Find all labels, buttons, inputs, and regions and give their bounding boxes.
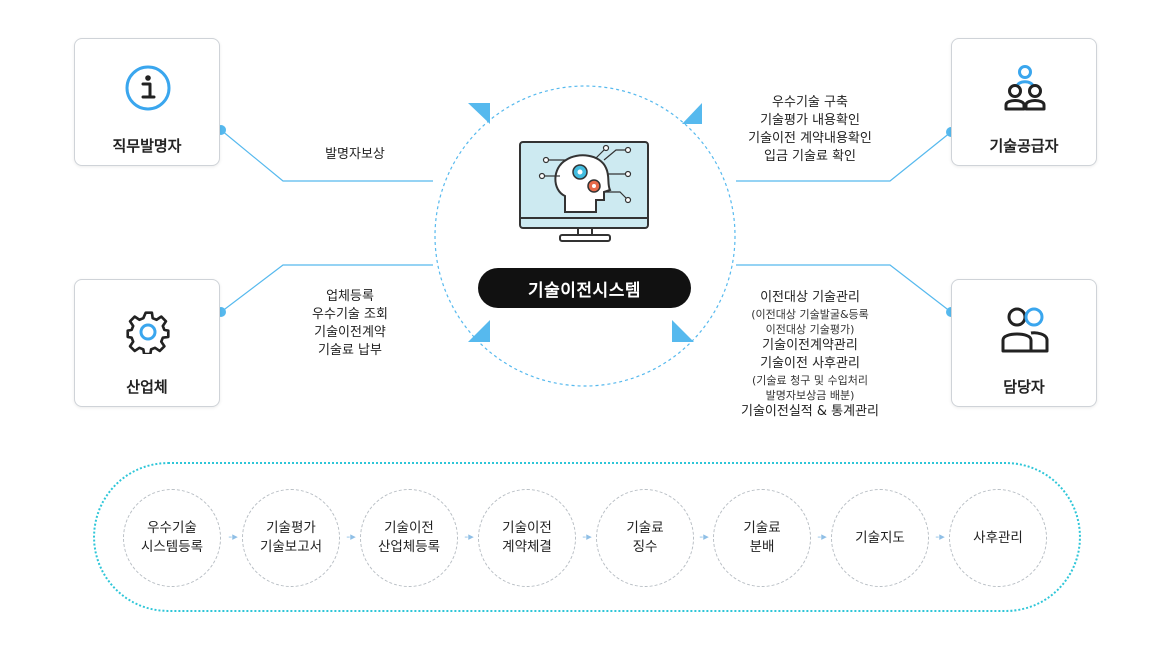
annotation-sub-line: (이전대상 기술발굴&등록 bbox=[751, 308, 869, 321]
cycle-ring bbox=[434, 85, 736, 387]
step-line: 산업체등록 bbox=[377, 539, 441, 555]
actor-label-supplier: 기술공급자 bbox=[989, 137, 1059, 155]
annotation-sub-line: (기술료 청구 및 수입처리 bbox=[752, 374, 868, 387]
system-title: 기술이전시스템 bbox=[528, 280, 641, 301]
connector-supplier bbox=[736, 131, 952, 182]
annotation-line: 업체등록 bbox=[326, 289, 374, 304]
annotation-line: 발명자보상 bbox=[325, 147, 385, 162]
actor-label-inventor: 직무발명자 bbox=[112, 137, 182, 155]
annotation-line: 기술이전계약 bbox=[314, 325, 386, 340]
step-line: 기술보고서 bbox=[259, 539, 323, 555]
annotation-manager-flow: 이전대상 기술관리 (이전대상 기술발굴&등록 이전대상 기술평가) 기술이전계… bbox=[722, 289, 898, 421]
connector-inventor bbox=[220, 129, 433, 182]
people-group-icon bbox=[1004, 65, 1046, 111]
cycle-arrow-top-right bbox=[682, 103, 702, 124]
actor-card-supplier: 기술공급자 bbox=[951, 38, 1097, 166]
annotation-line: 기술평가 내용확인 bbox=[760, 113, 860, 128]
step-line: 계약체결 bbox=[502, 539, 552, 555]
process-flow-container bbox=[93, 462, 1081, 612]
actor-label-manager: 담당자 bbox=[1003, 378, 1045, 396]
step-line: 우수기술 bbox=[147, 520, 197, 536]
step-arrow-icon: -▸ bbox=[582, 530, 592, 543]
actor-card-industry: 산업체 bbox=[74, 279, 220, 407]
connector-industry bbox=[220, 264, 433, 313]
step-line: 기술이전 bbox=[502, 520, 552, 536]
actor-label-industry: 산업체 bbox=[126, 378, 168, 396]
system-title-pill: 기술이전시스템 bbox=[478, 268, 691, 308]
process-step: 사후관리 bbox=[949, 489, 1047, 587]
monitor-ai-head-icon bbox=[519, 141, 649, 242]
step-arrow-icon: -▸ bbox=[228, 530, 238, 543]
step-arrow-icon: -▸ bbox=[464, 530, 474, 543]
connector-manager bbox=[736, 264, 952, 313]
two-persons-icon bbox=[1001, 307, 1049, 353]
annotation-line: 이전대상 기술관리 bbox=[760, 290, 860, 305]
annotation-line: 기술이전계약관리 bbox=[762, 338, 858, 353]
annotation-line: 기술이전실적 & 통계관리 bbox=[740, 404, 879, 419]
step-arrow-icon: -▸ bbox=[346, 530, 356, 543]
process-step: 기술지도 bbox=[831, 489, 929, 587]
step-arrow-icon: -▸ bbox=[699, 530, 709, 543]
annotation-sub-line: 이전대상 기술평가) bbox=[765, 323, 855, 336]
step-line: 기술평가 bbox=[266, 520, 316, 536]
step-line: 시스템등록 bbox=[140, 539, 204, 555]
actor-card-manager: 담당자 bbox=[951, 279, 1097, 407]
step-line: 사후관리 bbox=[973, 529, 1023, 546]
gear-icon bbox=[126, 311, 170, 354]
annotation-supplier-flow: 우수기술 구축 기술평가 내용확인 기술이전 계약내용확인 입금 기술료 확인 bbox=[730, 94, 890, 166]
info-icon bbox=[125, 65, 171, 111]
cycle-arrow-top-left bbox=[468, 103, 490, 124]
annotation-line: 기술이전 사후관리 bbox=[760, 356, 860, 371]
annotation-sub-line: 발명자보상금 배분) bbox=[765, 389, 855, 402]
annotation-line: 우수기술 조회 bbox=[312, 307, 388, 322]
step-line: 기술료 bbox=[743, 520, 781, 536]
step-arrow-icon: -▸ bbox=[817, 530, 827, 543]
annotation-industry-flow: 업체등록 우수기술 조회 기술이전계약 기술료 납부 bbox=[290, 288, 410, 360]
annotation-line: 우수기술 구축 bbox=[772, 95, 848, 110]
annotation-line: 기술료 납부 bbox=[318, 343, 382, 358]
annotation-inventor-flow: 발명자보상 bbox=[300, 146, 410, 164]
step-line: 기술이전 bbox=[384, 520, 434, 536]
step-line: 기술지도 bbox=[855, 529, 905, 546]
annotation-line: 입금 기술료 확인 bbox=[764, 149, 856, 164]
step-line: 분배 bbox=[749, 539, 775, 555]
cycle-arrow-bottom-left bbox=[468, 320, 490, 342]
annotation-line: 기술이전 계약내용확인 bbox=[748, 131, 872, 146]
step-line: 기술료 bbox=[626, 520, 664, 536]
step-arrow-icon: -▸ bbox=[935, 530, 945, 543]
step-line: 징수 bbox=[632, 539, 658, 555]
actor-card-inventor: 직무발명자 bbox=[74, 38, 220, 166]
cycle-arrow-bottom-right bbox=[672, 320, 694, 342]
